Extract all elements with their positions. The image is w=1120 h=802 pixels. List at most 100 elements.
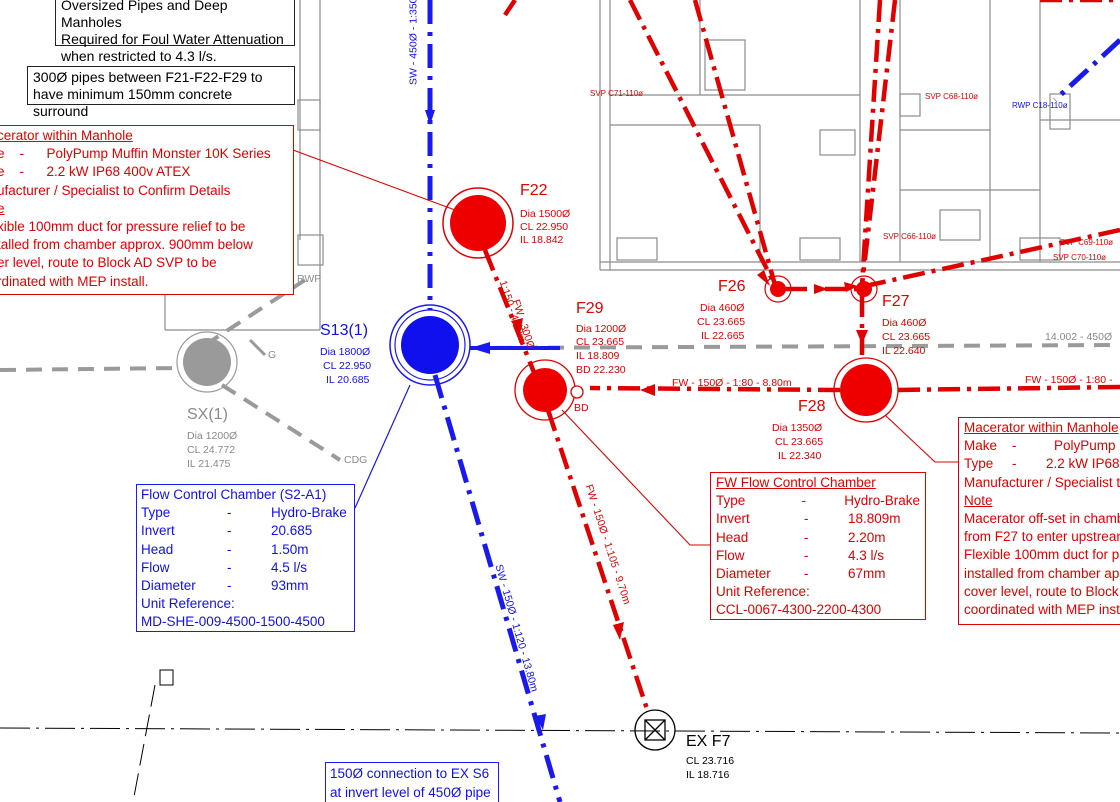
f27-dia: Dia 460Ø (882, 317, 927, 329)
f27-manhole-symbol (850, 275, 878, 303)
f26-il: IL 22.665 (701, 330, 745, 342)
fw-fcc-dash: - (804, 529, 809, 545)
fcc-s2-dash: - (227, 541, 232, 557)
fw-fcc-row: Flow-4.3 l/s (716, 547, 920, 565)
existing-pipes (0, 278, 1120, 462)
f29-il: IL 18.809 (576, 350, 620, 362)
fw-fcc-value: Hydro-Brake (844, 493, 920, 509)
f22-cl: CL 22.950 (520, 221, 569, 233)
macerator-left-make: e - PolyPump Muffin Monster 10K Series (0, 146, 271, 162)
fw-fcc-row: Head - 2.20m (716, 529, 920, 547)
f28-label: F28 (798, 398, 826, 415)
macerator-right-line-3: Macerator off-set in chamb (964, 511, 1120, 527)
macerator-right-line-7: cover level, route to Block (964, 583, 1119, 599)
note-oversized-line-3: when restricted to 4.3 l/s. (61, 48, 217, 64)
f27-label: F27 (882, 293, 910, 310)
f29-dia: Dia 1200Ø (576, 323, 627, 335)
fcc-s2-row: Diameter - 93mm (141, 577, 350, 595)
sx1-label: SX(1) (187, 406, 228, 423)
sw450-pipe-label: SW - 450Ø - 1:350 (407, 0, 420, 86)
svp-c70-label: SVP C70-110ø (1053, 253, 1107, 262)
fcc-s2-key: Head (141, 541, 174, 557)
macerator-right-title: Macerator within Manhole (964, 420, 1119, 435)
make-dash: - (1012, 438, 1017, 454)
macerator-right-line-1: Manufacturer / Specialist t (964, 474, 1120, 490)
fcc-s2-title: Flow Control Chamber (S2-A1) (141, 487, 327, 502)
exf7-cl: CL 23.716 (686, 755, 735, 767)
f26-label: F26 (718, 278, 746, 295)
fw-fcc-dash: - (804, 511, 809, 527)
macerator-right-type-row: Type-2.2 kW IP68 (964, 455, 1120, 473)
fw-fcc-row: Type-Hydro-Brake (716, 492, 920, 510)
f22-label: F22 (520, 182, 548, 199)
note-surround-line-2: have minimum 150mm concrete surround (33, 86, 233, 119)
macerator-right-line-6: installed from chamber app (964, 565, 1120, 581)
fw-fcc-ref-label: Unit Reference: (716, 584, 810, 600)
fw-fcc-key: Head (716, 529, 749, 545)
note-oversized-line-2: Required for Foul Water Attenuation (61, 31, 284, 47)
f29-cl: CL 23.665 (576, 336, 625, 348)
f28-cl: CL 23.665 (775, 436, 824, 448)
note-connection-line-2: at invert level of 450Ø pipe (330, 785, 491, 800)
macerator-left-note-heading: e (0, 200, 5, 216)
f26-cl: CL 23.665 (697, 316, 746, 328)
macerator-left-line-6: xible 100mm duct for pressure relief to … (0, 219, 246, 235)
fw-fcc-title: FW Flow Control Chamber (716, 475, 876, 490)
cdg-label: CDG (344, 454, 368, 466)
fw-fcc-value: 2.20m (848, 529, 886, 545)
fcc-s2-value: 93mm (271, 578, 309, 594)
macerator-left-type: e - 2.2 kW IP68 400v ATEX (0, 164, 191, 180)
f28-dia: Dia 1350Ø (772, 422, 823, 434)
f22-dia: Dia 1500Ø (520, 208, 571, 220)
macerator-left-manufacturer: ufacturer / Specialist to Confirm Detail… (0, 182, 231, 198)
f26-manhole-symbol (764, 275, 792, 303)
note-connection-line-1: 150Ø connection to EX S6 (330, 766, 490, 781)
f26-dia: Dia 460Ø (700, 302, 745, 314)
exf7-il: IL 18.716 (686, 769, 730, 781)
fcc-s2-dash: - (227, 523, 232, 539)
fcc-s2-dash: - (227, 578, 232, 594)
macerator-left-line-7: talled from chamber approx. 900mm below (0, 237, 253, 253)
fw-fcc-key: Invert (716, 511, 750, 527)
macerator-note-left: cerator within Manhole e - PolyPump Muff… (0, 125, 294, 295)
fcc-s2-key: Diameter (141, 578, 196, 594)
fw-fcc-key: Diameter (716, 566, 771, 582)
rwp-c18-label: RWP C18-110ø (1012, 101, 1068, 110)
fcc-s2-row: Flow-4.5 l/s (141, 559, 350, 577)
f22-il: IL 18.842 (520, 234, 564, 246)
fcc-s2-value: 4.5 l/s (271, 559, 308, 575)
fcc-s2-key: Type (141, 505, 171, 521)
note-oversized-pipes: Oversized Pipes and Deep Manholes Requir… (55, 0, 295, 64)
surface-water-pipes (427, 0, 1120, 802)
f28-il: IL 22.340 (778, 450, 822, 462)
fcc-s2-value: 20.685 (271, 523, 313, 539)
s13-cl: CL 22.950 (323, 360, 372, 372)
macerator-right-note-heading: Note (964, 492, 993, 508)
type-label: Type (964, 456, 994, 472)
g-label: G (268, 349, 277, 361)
svp-c66-label: SVP C66-110ø (883, 232, 937, 241)
make-value: PolyPump M (1054, 438, 1120, 454)
svp-c68-label: SVP C68-110ø (925, 92, 979, 101)
fcc-s2-row: Head-1.50m (141, 541, 350, 559)
sx1-il: IL 21.475 (187, 458, 231, 470)
fw-fcc-dash: - (804, 566, 809, 582)
svp-c71-label: SVP C71-110ø (590, 89, 644, 98)
fw-fcc-row: Diameter-67mm (716, 565, 920, 583)
f22-manhole-symbol (442, 187, 514, 259)
fcc-s2-key: Invert (141, 523, 175, 539)
fw-fcc-row: Invert - 18.809m (716, 510, 920, 528)
f27-cl: CL 23.665 (882, 331, 931, 343)
fcc-s2-row: Type-Hydro-Brake (141, 504, 350, 522)
sx1-dia: Dia 1200Ø (187, 430, 238, 442)
fcc-s2-dash: - (227, 505, 232, 521)
note-oversized-line-1: Oversized Pipes and Deep Manholes (61, 0, 228, 30)
f28-manhole-symbol (833, 357, 899, 423)
s13-label: S13(1) (320, 322, 369, 339)
fw150-right-pipe-label: FW - 150Ø - 1:80 - (1025, 374, 1113, 386)
grey-pipe-label: 14.002 - 450Ø (1045, 331, 1113, 343)
fw-fcc-value: 18.809m (848, 511, 901, 527)
rwp-label: RWP (297, 273, 322, 285)
s13-dia: Dia 1800Ø (320, 346, 371, 358)
macerator-left-line-8: er level, route to Block AD SVP to be (0, 255, 217, 271)
